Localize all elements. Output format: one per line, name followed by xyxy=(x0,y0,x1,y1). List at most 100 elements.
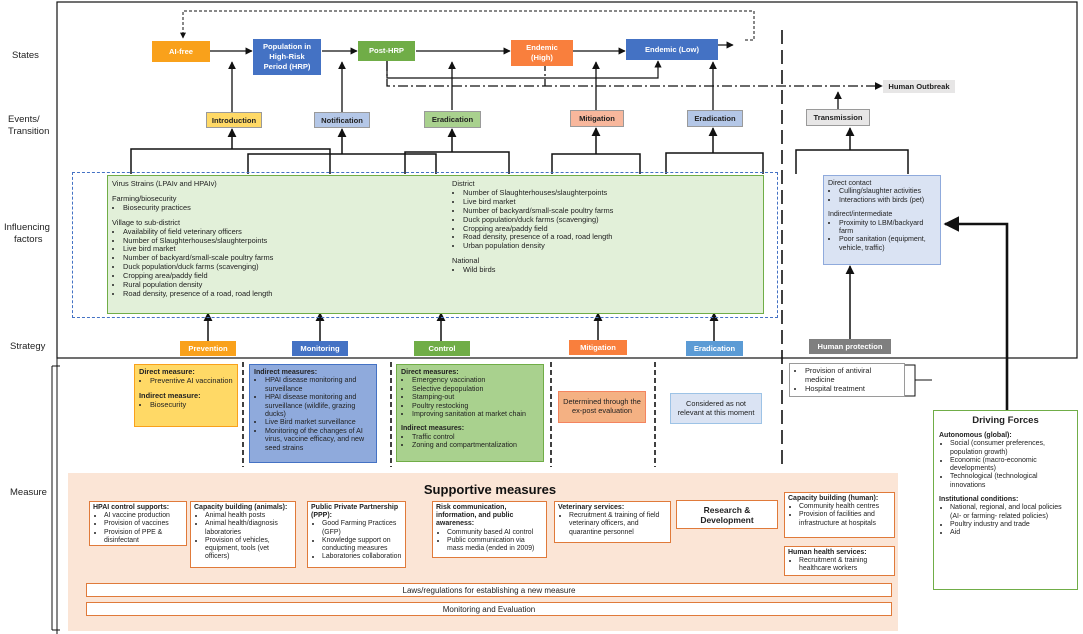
section-heading: Public Private Partnership (PPP): xyxy=(311,504,399,520)
event-transmission: Transmission xyxy=(806,109,870,126)
list-item: Laboratories collaboration xyxy=(322,553,402,561)
section-heading: Institutional conditions: xyxy=(939,496,1019,504)
influencing-factors-left: Virus Strains (LPAIv and HPAIv)Farming/b… xyxy=(112,179,432,299)
bullet-list: AI vaccine productionProvision of vaccin… xyxy=(93,512,183,545)
list-item: Poor sanitation (equipment, vehicle, tra… xyxy=(839,235,936,252)
supportive-human-health-services: Human health services:Recruitment & trai… xyxy=(784,546,895,576)
strategy-monitoring: Monitoring xyxy=(292,341,348,356)
bullet-list: Animal health postsAnimal health/diagnos… xyxy=(194,512,292,561)
event-eradication-2: Eradication xyxy=(687,110,743,127)
list-item: Economic (macro-economic developments) xyxy=(950,457,1072,474)
bullet-list: Wild birds xyxy=(452,265,752,275)
list-item: Provision of antiviral medicine xyxy=(805,366,900,385)
list-item: Cropping area/paddy field xyxy=(463,224,752,234)
list-item: Provision of vaccines xyxy=(104,520,183,528)
list-item: Number of backyard/small-scale poultry f… xyxy=(463,206,752,216)
row-label-states: States xyxy=(12,50,39,61)
state-ai-free: AI-free xyxy=(152,41,210,62)
list-item: Knowledge support on conducting measures xyxy=(322,537,402,553)
state-post-hrp: Post-HRP xyxy=(358,41,415,61)
list-item: Availability of field veterinary officer… xyxy=(123,227,432,237)
list-item: Social (consumer preferences, population… xyxy=(950,440,1072,457)
list-item: Monitoring of the changes of AI virus, v… xyxy=(265,427,372,452)
section-heading: Direct measures: xyxy=(401,368,459,376)
list-item: HPAI disease monitoring and surveillance… xyxy=(265,393,372,418)
row-label-events-line2: Transition xyxy=(8,126,50,137)
section-heading: Capacity building (animals): xyxy=(194,504,288,511)
list-item: Live bird market xyxy=(463,197,752,207)
bullet-list: Provision of antiviral medicineHospital … xyxy=(794,366,900,394)
influencing-factors-right: DistrictNumber of Slaughterhouses/slaugh… xyxy=(452,179,752,275)
list-item: Provision of vehicles, equipment, tools … xyxy=(205,537,292,562)
driving-forces-box: Driving Forces Autonomous (global):Socia… xyxy=(933,410,1078,590)
measure-human-protection: Provision of antiviral medicineHospital … xyxy=(789,363,905,397)
list-item: Provision of PPE & disinfectant xyxy=(104,529,183,545)
event-eradication: Eradication xyxy=(424,111,481,128)
research-development-line2: Development xyxy=(700,514,754,525)
measure-monitoring: Indirect measures:HPAI disease monitorin… xyxy=(249,364,377,463)
influencing-factors-frame xyxy=(72,172,778,318)
list-item: Cropping area/paddy field xyxy=(123,271,432,281)
bullet-list: Community based AI controlPublic communi… xyxy=(436,529,543,554)
bullet-list: Traffic controlZoning and compartmentali… xyxy=(401,433,539,450)
list-item: Urban population density xyxy=(463,241,752,251)
bullet-list: Culling/slaughter activitiesInteractions… xyxy=(828,187,936,204)
section-heading: HPAI control supports: xyxy=(93,504,170,511)
strategy-eradication: Eradication xyxy=(686,341,743,356)
list-item: Animal health/diagnosis laboratories xyxy=(205,520,292,536)
laws-regulations-bar: Laws/regulations for establishing a new … xyxy=(86,583,892,597)
row-label-influencing-line2: factors xyxy=(14,234,43,245)
list-item: Duck population/duck farms (scavenging) xyxy=(123,262,432,272)
row-label-events-line1: Events/ xyxy=(8,114,40,125)
supportive-hpai-control: HPAI control supports:AI vaccine product… xyxy=(89,501,187,546)
list-item: Live bird market xyxy=(123,245,432,254)
row-label-influencing: Influencing factors xyxy=(4,222,50,246)
list-item: Hospital treatment xyxy=(805,384,900,394)
bullet-list: Biosecurity xyxy=(139,400,233,410)
bullet-list: Recruitment & training healthcare worker… xyxy=(788,557,891,573)
bullet-list: Biosecurity practices xyxy=(112,203,432,213)
list-item: Emergency vaccination xyxy=(412,376,539,384)
list-item: Poultry industry and trade xyxy=(950,521,1072,529)
section-label: National xyxy=(452,256,480,266)
section-label: Farming/biosecurity xyxy=(112,193,177,203)
monitoring-evaluation-bar: Monitoring and Evaluation xyxy=(86,602,892,616)
row-label-events: Events/ Transition xyxy=(8,114,49,138)
supportive-ppp: Public Private Partnership (PPP):Good Fa… xyxy=(307,501,406,568)
list-item: Proximity to LBM/backyard farm xyxy=(839,219,936,236)
list-item: Provision of facilities and infrastructu… xyxy=(799,511,891,527)
bullet-list: National, regional, and local policies (… xyxy=(939,504,1072,537)
strategy-human-protection: Human protection xyxy=(809,339,891,354)
measure-control: Direct measures:Emergency vaccinationSel… xyxy=(396,364,544,462)
bullet-list: Social (consumer preferences, population… xyxy=(939,440,1072,490)
list-item: AI vaccine production xyxy=(104,512,183,520)
bullet-list: Community health centresProvision of fac… xyxy=(788,503,891,528)
supportive-veterinary-services: Veterinary services:Recruitment & traini… xyxy=(554,501,671,543)
bullet-list: Recruitment & training of field veterina… xyxy=(558,512,667,537)
state-endemic-high: Endemic(High) xyxy=(511,40,573,66)
bullet-list: Availability of field veterinary officer… xyxy=(112,227,432,299)
influencing-factors-box xyxy=(107,175,764,314)
section-label: District xyxy=(452,179,475,188)
bullet-list: Good Farming Practices (GFP)Knowledge su… xyxy=(311,520,402,561)
section-heading: Human health services: xyxy=(788,549,867,556)
list-item: Biosecurity practices xyxy=(123,203,432,213)
driving-forces-list: Autonomous (global):Social (consumer pre… xyxy=(939,432,1072,538)
list-item: Improving sanitation at market chain xyxy=(412,410,539,418)
list-item: Aid xyxy=(950,529,1072,537)
list-item: Selective depopulation xyxy=(412,385,539,393)
list-item: Preventive AI vaccination xyxy=(150,376,233,386)
list-item: Public communication via mass media (end… xyxy=(447,537,543,553)
bullet-list: Proximity to LBM/backyard farmPoor sanit… xyxy=(828,219,936,253)
list-item: Good Farming Practices (GFP) xyxy=(322,520,402,536)
list-item: Animal health posts xyxy=(205,512,292,520)
list-item: Stamping-out xyxy=(412,393,539,401)
human-influencing-factors: Direct contactCulling/slaughter activiti… xyxy=(823,175,941,265)
list-item: Community health centres xyxy=(799,503,891,511)
list-item: HPAI disease monitoring and surveillance xyxy=(265,376,372,393)
row-label-strategy: Strategy xyxy=(10,341,46,352)
section-heading: Risk communication, information, and pub… xyxy=(436,504,514,528)
list-item: Interactions with birds (pet) xyxy=(839,196,936,204)
section-label: Direct contact xyxy=(828,179,872,187)
supportive-risk-communication: Risk communication, information, and pub… xyxy=(432,501,547,558)
